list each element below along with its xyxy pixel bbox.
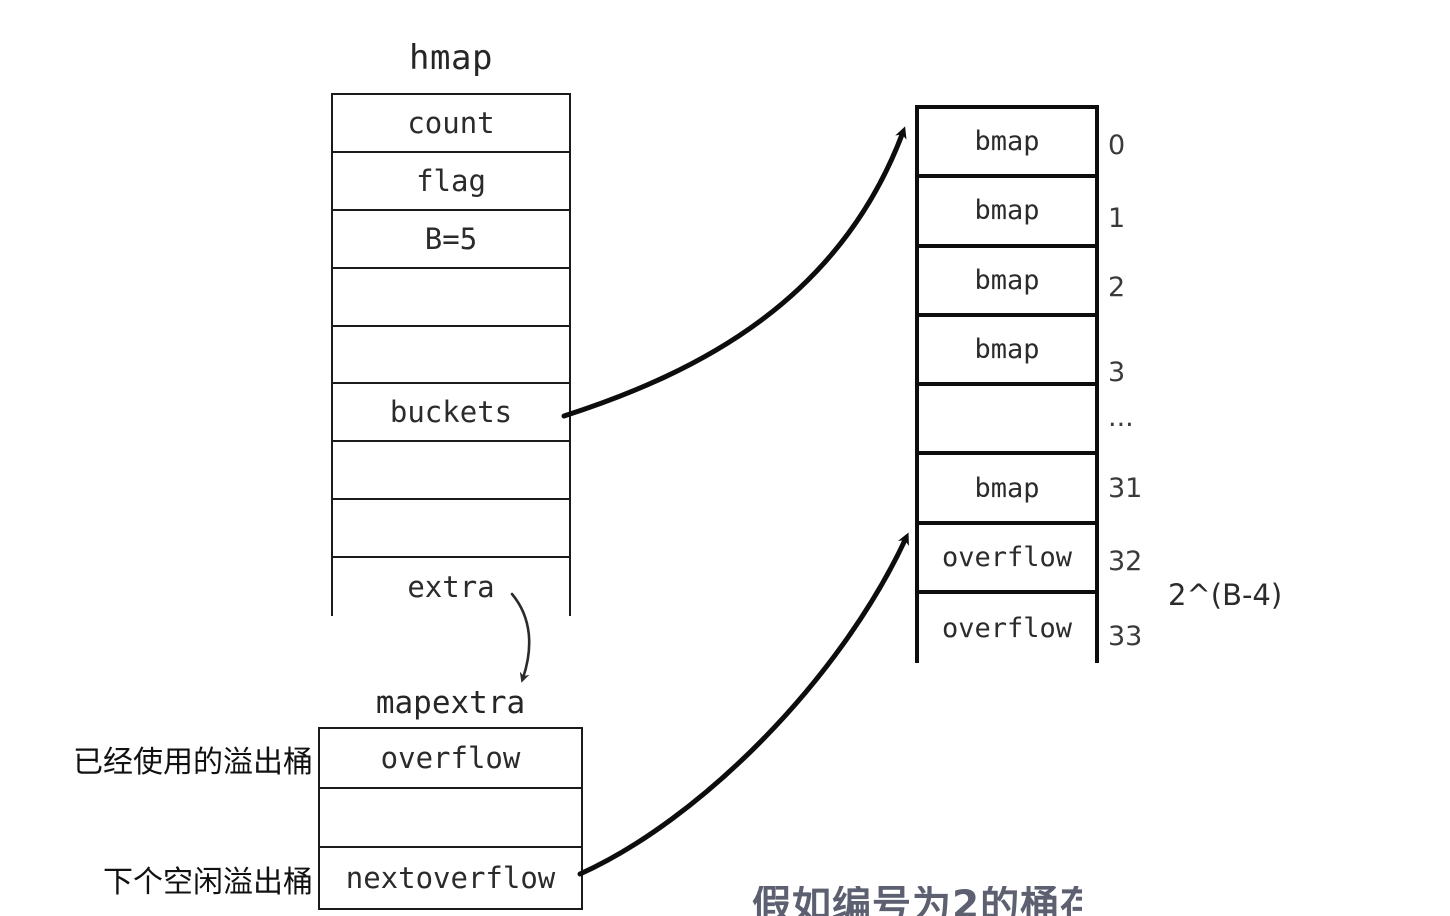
bucket-index-3: 3 — [1108, 357, 1126, 388]
hmap-struct-box: count flag B=5 buckets extra — [331, 93, 571, 617]
bucket-row-ellipsis — [919, 386, 1095, 456]
video-subtitle: 假如编号为2的桶存满了 — [752, 886, 1082, 916]
hmap-field-b: B=5 — [333, 210, 569, 269]
hmap-field-extra: extra — [333, 558, 569, 617]
bucket-row-33: overflow — [919, 594, 1095, 664]
mapextra-field-overflow: overflow — [320, 729, 581, 789]
mapextra-field-nextoverflow: nextoverflow — [320, 848, 581, 908]
bucket-index-1: 1 — [1108, 203, 1126, 234]
bucket-row-32: overflow — [919, 524, 1095, 595]
bucket-row-0: bmap — [919, 109, 1095, 179]
hmap-field-empty-4 — [333, 500, 569, 559]
bucket-index-column: 0 1 2 3 ... 31 32 33 — [1108, 105, 1178, 663]
bucket-row-3: bmap — [919, 316, 1095, 387]
hmap-title: hmap — [409, 38, 493, 78]
bucket-index-33: 33 — [1108, 621, 1143, 652]
bucket-index-2: 2 — [1108, 272, 1126, 303]
hmap-field-flag: flag — [333, 152, 569, 211]
bucket-row-1: bmap — [919, 178, 1095, 248]
mapextra-field-empty — [320, 788, 581, 849]
bucket-row-2: bmap — [919, 247, 1095, 317]
bucket-index-31: 31 — [1108, 473, 1143, 504]
overflow-count-annotation: 2^(B-4) — [1168, 578, 1283, 612]
bucket-index-ellipsis: ... — [1108, 402, 1134, 433]
annotation-next-free-overflow-bucket: 下个空闲溢出桶 — [103, 865, 313, 900]
bucket-row-31: bmap — [919, 455, 1095, 525]
arrow-buckets-to-bucket-array — [561, 126, 907, 419]
bucket-index-32: 32 — [1108, 546, 1143, 577]
mapextra-struct-box: overflow nextoverflow — [318, 727, 583, 910]
hmap-field-empty-1 — [333, 268, 569, 327]
hmap-field-count: count — [333, 95, 569, 153]
bucket-index-0: 0 — [1108, 130, 1126, 161]
subtitle-clip: 假如编号为2的桶存满了 — [752, 886, 1082, 916]
mapextra-title: mapextra — [375, 685, 526, 721]
hmap-field-buckets: buckets — [333, 384, 569, 443]
hmap-field-empty-2 — [333, 326, 569, 385]
arrow-nextoverflow-to-overflow-bucket — [577, 532, 909, 877]
hmap-field-empty-3 — [333, 442, 569, 501]
bucket-array-box: bmap bmap bmap bmap bmap overflow overfl… — [915, 105, 1099, 664]
annotation-used-overflow-buckets: 已经使用的溢出桶 — [73, 745, 313, 780]
